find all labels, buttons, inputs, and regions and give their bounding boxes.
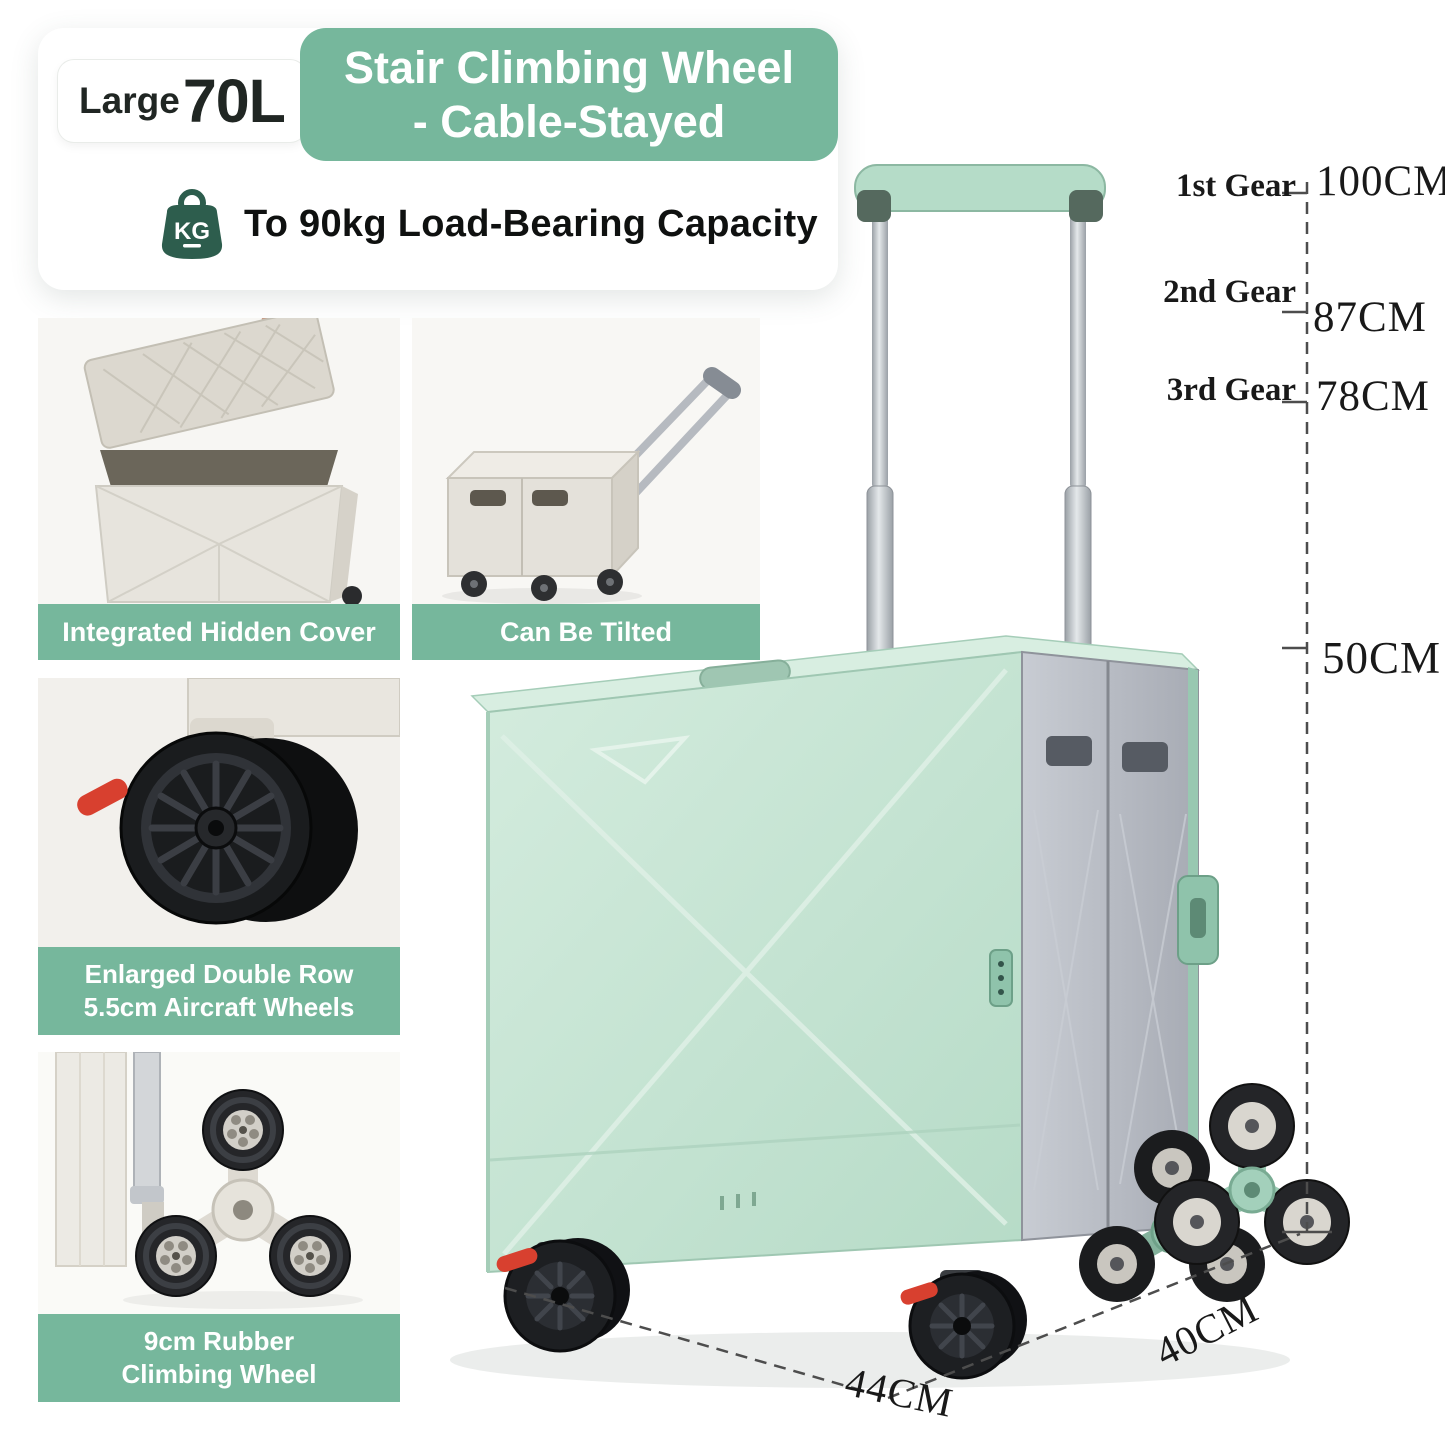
climb-wheel-right [269,1215,351,1297]
cart-illustration [450,164,1350,1388]
side-handle-slot [1122,742,1168,772]
box-interior [100,450,338,490]
climbing-wheel [1209,1083,1295,1169]
load-capacity-text: To 90kg Load-Bearing Capacity [244,202,818,245]
caption-aircraft-wheels: Enlarged Double Row 5.5cm Aircraft Wheel… [38,947,400,1035]
caption-tilt: Can Be Tilted [412,604,760,660]
handle-pole [133,1052,161,1195]
handle-grip [854,164,1106,212]
tri-wheel-cluster [135,1089,351,1297]
banner-line2: - Cable-Stayed [412,95,726,147]
gear1-value: 100CM [1316,158,1445,205]
load-capacity-row: KG To 90kg Load-Bearing Capacity [154,186,818,262]
size-badge: Large 70L [58,60,306,142]
caption-hidden-cover: Integrated Hidden Cover [38,604,400,660]
gear1-label: 1st Gear [1175,168,1296,204]
caption-climbing-wheel: 9cm Rubber Climbing Wheel [38,1314,400,1402]
gear3-value: 78CM [1316,373,1430,420]
triangle-emboss [589,735,691,785]
climb-wheel-top [202,1089,284,1171]
gear2-label: 2nd Gear [1163,274,1296,310]
size-label: Large [79,80,180,121]
banner-line1: Stair Climbing Wheel [343,42,795,94]
box-front-face [486,650,1023,1274]
small-wheels [461,569,623,601]
header-card: Large 70L Stair Climbing Wheel - Cable-S… [38,28,838,290]
climbing-wheel-photo [38,1052,400,1314]
gear3-label: 3rd Gear [1166,372,1296,408]
front-left-wheel [496,1238,630,1353]
handle-grip [703,367,741,399]
capacity-label: 70L [182,67,286,135]
svg-text:KG: KG [174,218,210,245]
telescopic-handle [854,164,1106,673]
feature-card-climbing-wheel: 9cm Rubber Climbing Wheel [38,1052,400,1402]
feature-card-hidden-cover: Integrated Hidden Cover [38,318,400,660]
feature-card-tilt: Can Be Tilted [412,318,760,660]
hidden-cover-photo [38,318,400,604]
aircraft-wheel-photo [38,678,400,947]
climbing-wheel [1154,1179,1240,1265]
climb-wheel-left [135,1215,217,1297]
stair-wheel-cluster-front [1154,1083,1350,1265]
vent-marks [720,1192,756,1210]
feature-card-aircraft-wheels: Enlarged Double Row 5.5cm Aircraft Wheel… [38,678,400,1035]
aircraft-wheel [119,731,313,925]
red-brake-lever [77,778,128,816]
box-height-value: 50CM [1322,633,1442,683]
red-brake-lever [496,1247,538,1273]
kg-weight-icon: KG [161,189,223,259]
title-banner: Stair Climbing Wheel - Cable-Stayed [300,28,838,161]
side-handle-slot [1046,736,1092,766]
climbing-wheel [1264,1179,1350,1265]
gear2-value: 87CM [1313,294,1427,341]
tilted-cart-photo [412,318,760,604]
open-lid [83,318,335,449]
box-side-face [1021,650,1219,1242]
